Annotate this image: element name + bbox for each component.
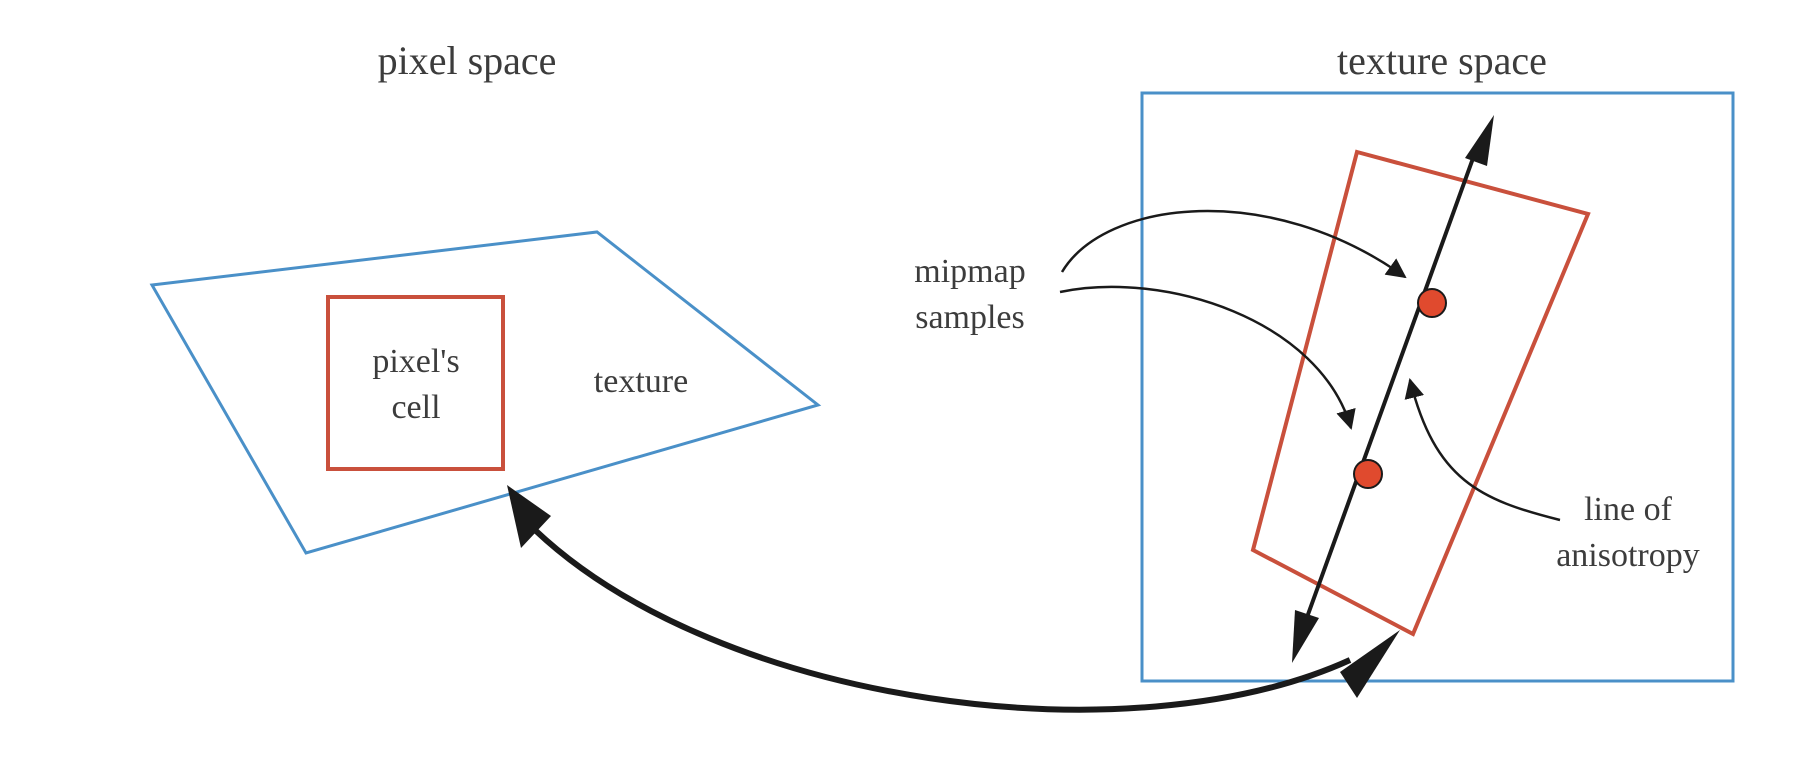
pixel-cell-label-line2: cell <box>391 389 440 426</box>
mipmap-arrow-lower <box>1059 285 1356 430</box>
mipmap-sample-dot <box>1417 288 1447 318</box>
anisotropy-arrowhead-top <box>1465 115 1494 166</box>
texture-space-frame <box>1140 91 1735 683</box>
anisotropy-label-line1: line of <box>1584 491 1672 528</box>
texture-space-group: texture space mipmap samples line of ani… <box>914 38 1735 683</box>
pixel-space-group: pixel space pixel's cell texture <box>149 38 822 555</box>
mipmap-label-line1: mipmap <box>914 253 1025 290</box>
mipmap-sample-dot <box>1353 459 1383 489</box>
texture-space-heading: texture space <box>1337 38 1547 83</box>
pixel-space-heading: pixel space <box>378 38 557 83</box>
anisotropy-arrowhead-bottom <box>1292 610 1319 663</box>
texture-quad <box>149 230 822 555</box>
texture-label: texture <box>594 363 688 400</box>
mapping-arrowhead-right <box>1340 630 1400 698</box>
pixel-cell-square <box>326 295 505 471</box>
pixel-footprint-rect <box>1250 149 1591 637</box>
anisotropy-pointer-arrow <box>1404 378 1561 522</box>
mipmap-arrow-upper <box>1060 209 1407 279</box>
anisotropy-label-line2: anisotropy <box>1556 537 1700 574</box>
mapping-arrowhead-left <box>507 485 551 548</box>
pixel-to-texture-mapping-arrow <box>507 485 1400 713</box>
mipmap-label-line2: samples <box>915 299 1025 336</box>
pixel-cell-label-line1: pixel's <box>372 343 459 380</box>
line-of-anisotropy <box>1292 115 1494 663</box>
